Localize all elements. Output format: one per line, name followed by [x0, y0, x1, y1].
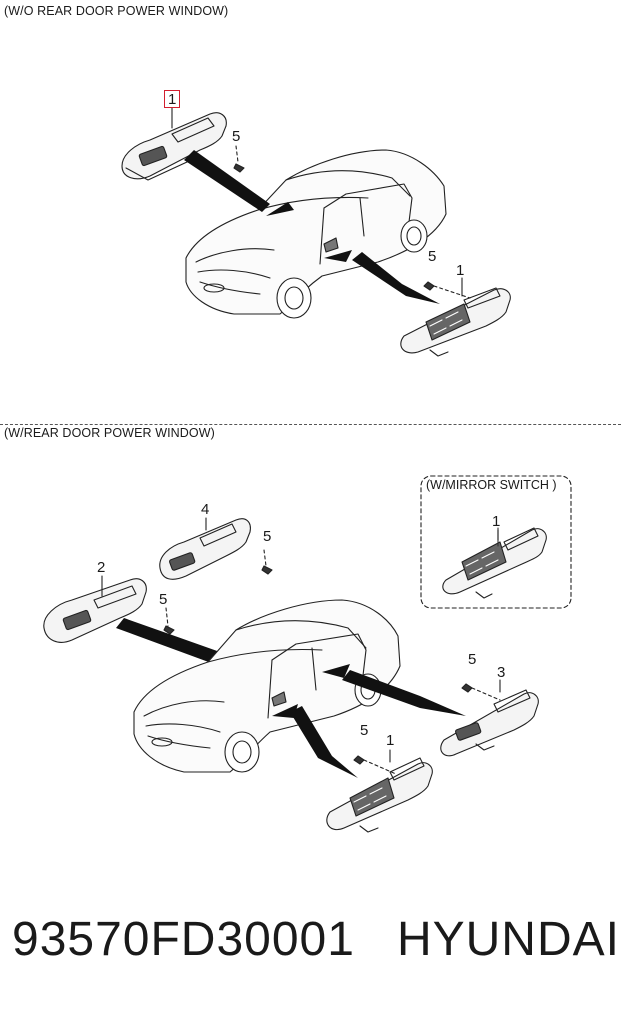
screw-driver-lower — [353, 755, 397, 775]
screw-upper-rear — [423, 281, 471, 299]
callout-5-rear-right[interactable]: 5 — [468, 651, 477, 668]
section-title-with-rear: (W/REAR DOOR POWER WINDOW) — [4, 426, 215, 440]
callout-4[interactable]: 4 — [201, 501, 210, 518]
callout-1-upper-rear[interactable]: 1 — [456, 262, 465, 279]
power-window-switch-driver-upper — [400, 287, 511, 357]
screw-passenger — [163, 607, 175, 635]
leader-arrow-rear-right — [342, 670, 466, 716]
power-window-switch-passenger — [43, 578, 147, 643]
callout-5-driver-lower[interactable]: 5 — [360, 722, 369, 739]
screw-rear-left — [261, 549, 273, 575]
power-window-switch-rear-right — [440, 689, 539, 757]
callout-2[interactable]: 2 — [97, 559, 106, 576]
power-window-switch-rear-left — [159, 518, 251, 580]
leader-arrow-upper-rear — [352, 252, 440, 304]
callout-1-highlighted[interactable]: 1 — [164, 90, 181, 108]
part-number: 93570FD30001 — [12, 913, 355, 966]
leader-arrow-driver — [290, 706, 358, 778]
leader-arrow-passenger — [116, 618, 220, 664]
power-window-switch-with-mirror-inset — [442, 527, 547, 599]
brand-name: HYUNDAI — [396, 913, 620, 966]
callout-3[interactable]: 3 — [497, 664, 506, 681]
power-window-switch-driver-lower — [326, 757, 433, 833]
mirror-switch-label: (W/MIRROR SWITCH ) — [426, 478, 557, 492]
sedan-illustration-upper — [185, 149, 447, 319]
callout-5-upper-rear[interactable]: 5 — [428, 248, 437, 265]
leader-arrow-upper-front — [184, 150, 270, 212]
screw-rear-right — [461, 683, 501, 701]
callout-5-upper-front[interactable]: 5 — [232, 128, 241, 145]
callout-5-passenger[interactable]: 5 — [159, 591, 168, 608]
section-divider — [0, 424, 621, 425]
mirror-switch-inset-box — [420, 475, 572, 609]
screw-upper-front — [233, 145, 245, 173]
callout-1-driver-lower[interactable]: 1 — [386, 732, 395, 749]
power-window-switch-front-upper — [121, 112, 227, 181]
part-number-footer: 93570FD30001 HYUNDAI — [12, 912, 620, 968]
callout-5-rear-left[interactable]: 5 — [263, 528, 272, 545]
section-title-without-rear: (W/O REAR DOOR POWER WINDOW) — [4, 4, 229, 18]
callout-1-inset[interactable]: 1 — [492, 513, 501, 530]
